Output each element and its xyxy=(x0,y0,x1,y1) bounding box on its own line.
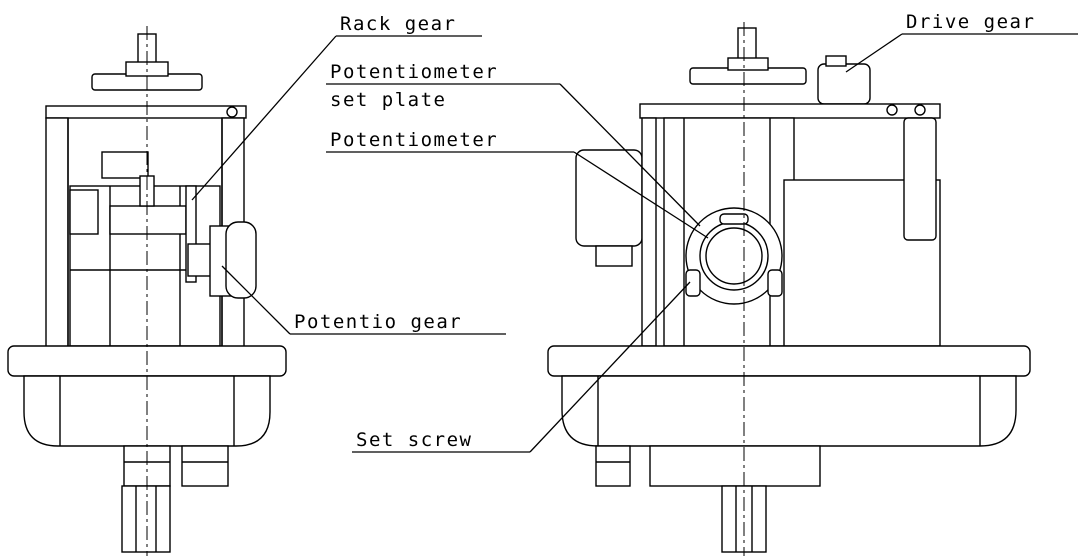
leader-potentiometer xyxy=(573,151,709,239)
right-assembly-view xyxy=(547,22,1031,556)
label-potentio-gear: Potentio gear xyxy=(294,311,462,333)
left-top-plate xyxy=(45,105,247,119)
left-rack-block xyxy=(109,205,187,235)
left-frame-column-left xyxy=(45,117,69,353)
label-rack-gear: Rack gear xyxy=(340,13,456,35)
left-limit-switch-upper xyxy=(101,151,149,179)
left-cable-gland-2 xyxy=(181,445,229,487)
right-base-lower xyxy=(649,445,821,487)
label-potentiometer: Potentiometer xyxy=(330,129,498,151)
left-limit-switch-lower xyxy=(69,189,99,235)
right-base-flange xyxy=(547,345,1031,377)
left-potentiometer-body xyxy=(225,221,257,299)
left-potentio-gear-hub xyxy=(187,243,213,277)
right-potentiometer xyxy=(699,221,769,291)
label-drive-gear: Drive gear xyxy=(906,11,1035,33)
right-cable-gland xyxy=(595,445,631,487)
right-drive-gear xyxy=(817,63,871,105)
right-set-screw-slot-left xyxy=(685,269,701,297)
leader-rack-gear xyxy=(191,35,337,201)
right-motor-terminal xyxy=(595,245,633,267)
right-motor-block xyxy=(575,149,643,247)
leader-lines xyxy=(191,33,1078,453)
left-assembly-view xyxy=(7,26,287,556)
right-frame-left xyxy=(641,117,657,347)
leader-set-screw xyxy=(529,281,691,453)
left-bottom-shaft xyxy=(121,485,171,553)
label-potentiometer-set-plate-line1: Potentiometer xyxy=(330,61,498,83)
right-set-screw-slot-right xyxy=(767,269,783,297)
label-potentiometer-set-plate-line2: set plate xyxy=(330,89,446,111)
right-handwheel-hub xyxy=(727,57,769,71)
left-plate-bolt xyxy=(226,106,238,118)
leader-potentio-gear xyxy=(221,265,291,335)
right-column-post xyxy=(903,117,937,241)
right-base-bowl xyxy=(561,375,1017,447)
label-set-screw: Set screw xyxy=(356,429,472,451)
leader-set-plate xyxy=(559,83,701,227)
left-rack-gear xyxy=(185,185,197,283)
leader-drive-gear xyxy=(845,33,903,73)
right-drive-gear-top xyxy=(825,55,847,67)
